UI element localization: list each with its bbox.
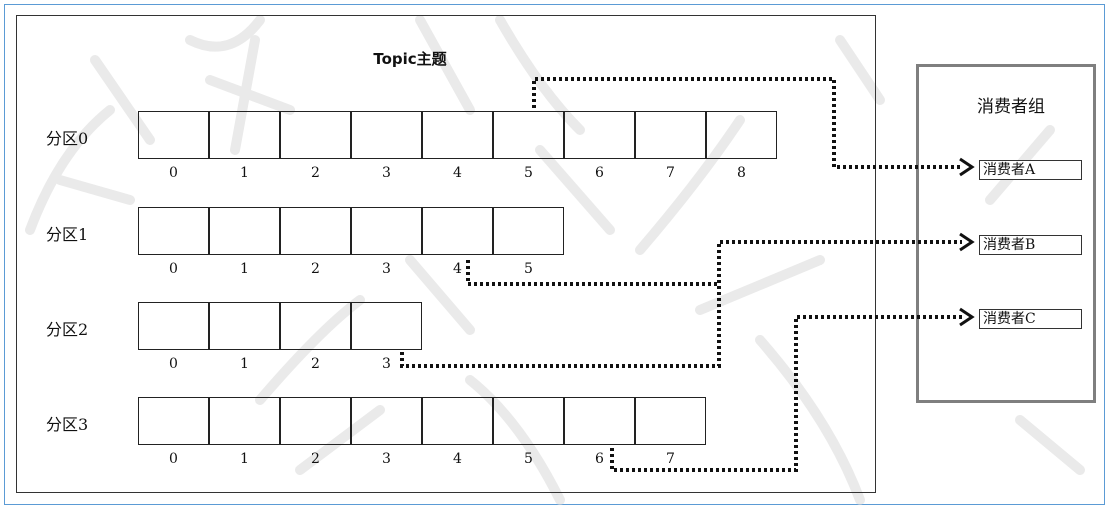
message-cell [422, 397, 493, 445]
message-cell [493, 111, 564, 159]
partition-label: 分区0 [46, 129, 89, 148]
offset-label: 1 [240, 261, 249, 277]
message-cell [564, 111, 635, 159]
partition-label: 分区3 [46, 415, 89, 434]
offset-label: 0 [169, 356, 178, 372]
offset-label: 4 [453, 451, 462, 467]
partition-label: 分区2 [46, 320, 89, 339]
message-cell [706, 111, 777, 159]
consumer-box: 消费者C [979, 309, 1082, 329]
message-cell [138, 207, 209, 255]
message-cell [280, 111, 351, 159]
message-cell [493, 397, 564, 445]
message-cell [422, 207, 493, 255]
offset-label: 7 [666, 451, 675, 467]
message-cell [280, 207, 351, 255]
offset-label: 5 [524, 451, 533, 467]
message-cell [209, 397, 280, 445]
offset-label: 2 [311, 451, 320, 467]
consumer-group-box [916, 64, 1096, 403]
offset-label: 1 [240, 356, 249, 372]
partition-label: 分区1 [46, 225, 89, 244]
message-cell [493, 207, 564, 255]
consumer-box: 消费者B [979, 235, 1082, 255]
message-cell [138, 302, 209, 350]
offset-label: 0 [169, 165, 178, 181]
offset-label: 8 [737, 165, 746, 181]
message-cell [351, 111, 422, 159]
message-cell [351, 302, 422, 350]
message-cell [209, 207, 280, 255]
message-cell [635, 111, 706, 159]
message-cell [564, 397, 635, 445]
offset-label: 5 [524, 165, 533, 181]
offset-label: 3 [382, 165, 391, 181]
offset-label: 3 [382, 261, 391, 277]
offset-label: 6 [595, 451, 604, 467]
offset-label: 2 [311, 356, 320, 372]
offset-label: 0 [169, 451, 178, 467]
topic-title: Topic主题 [373, 50, 447, 68]
consumer-box: 消费者A [979, 160, 1082, 180]
offset-label: 5 [524, 261, 533, 277]
offset-label: 0 [169, 261, 178, 277]
offset-label: 7 [666, 165, 675, 181]
offset-label: 1 [240, 165, 249, 181]
offset-label: 3 [382, 451, 391, 467]
offset-label: 4 [453, 261, 462, 277]
message-cell [138, 397, 209, 445]
offset-label: 2 [311, 261, 320, 277]
offset-label: 2 [311, 165, 320, 181]
message-cell [280, 302, 351, 350]
offset-label: 6 [595, 165, 604, 181]
message-cell [635, 397, 706, 445]
offset-label: 4 [453, 165, 462, 181]
message-cell [351, 397, 422, 445]
message-cell [351, 207, 422, 255]
message-cell [280, 397, 351, 445]
message-cell [422, 111, 493, 159]
message-cell [138, 111, 209, 159]
offset-label: 3 [382, 356, 391, 372]
message-cell [209, 111, 280, 159]
offset-label: 1 [240, 451, 249, 467]
message-cell [209, 302, 280, 350]
consumer-group-title: 消费者组 [977, 97, 1045, 117]
